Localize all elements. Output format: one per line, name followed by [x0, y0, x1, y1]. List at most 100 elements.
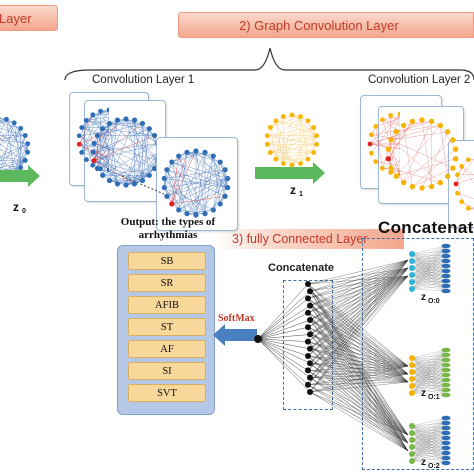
graph-edge	[382, 119, 400, 133]
zo2-label: z	[421, 457, 426, 468]
fc-edge	[307, 355, 409, 452]
fc-edge	[309, 291, 409, 367]
branch-output-node	[441, 415, 451, 421]
fc-edge	[411, 349, 447, 359]
fc-edge	[411, 392, 447, 396]
graph-edge	[125, 118, 159, 144]
branch-node	[409, 279, 415, 285]
branch-output-node	[441, 430, 451, 436]
branch-node	[409, 451, 415, 457]
graph-edge	[171, 196, 226, 205]
branch-node	[409, 437, 415, 443]
graph-node	[202, 149, 208, 155]
fc-edge	[309, 305, 409, 436]
fc-edge	[257, 312, 309, 340]
fc-edge	[411, 371, 447, 381]
concat-node	[307, 374, 313, 381]
output-item-sr: SR	[128, 274, 206, 292]
fc-edge	[411, 432, 447, 448]
concat-node	[305, 381, 311, 388]
fc-edge	[309, 267, 409, 292]
graph-node	[114, 181, 121, 187]
graph-node	[419, 117, 425, 123]
graph-node	[217, 159, 223, 165]
branch-output-node	[441, 248, 451, 254]
fc-edge	[411, 349, 447, 387]
fc-edge	[411, 364, 447, 381]
fc-edge	[411, 250, 447, 276]
graph-node	[210, 207, 216, 213]
graph-edge	[81, 127, 109, 141]
fc-edge	[307, 341, 409, 367]
graph-edge	[81, 111, 101, 128]
fc-edge	[309, 275, 409, 306]
fc-edge	[411, 374, 447, 380]
branch-node	[409, 423, 415, 429]
graph-edge	[86, 120, 109, 131]
graph-convolution-banner-label: 2) Graph Convolution Layer	[239, 17, 399, 33]
graph-edge	[86, 120, 109, 124]
graph-edge	[97, 120, 118, 169]
graph-edge	[6, 119, 26, 161]
fc-edge	[411, 354, 447, 366]
graph-node	[25, 141, 31, 147]
graph-node	[419, 185, 425, 191]
graph-node	[373, 159, 379, 165]
graph-node	[76, 133, 82, 139]
graph-node	[123, 116, 129, 122]
concatenate-title: Concatenate	[378, 218, 474, 237]
graph-edge	[166, 169, 188, 214]
fc-edge	[411, 427, 447, 448]
branch-node	[409, 251, 415, 257]
fc-edge	[411, 425, 447, 429]
z1-graph	[264, 112, 320, 168]
fc-edge	[411, 285, 447, 290]
graph-edge	[0, 122, 15, 146]
graph-edge	[270, 127, 293, 166]
fc-edge	[411, 432, 447, 444]
graph-edge	[461, 166, 474, 184]
graph-node	[311, 150, 317, 155]
graph-edge	[186, 209, 214, 214]
fc-edge	[309, 365, 409, 378]
graph-edge	[79, 144, 109, 164]
graph-edge	[164, 150, 197, 188]
graph-edge	[81, 127, 93, 166]
branch-node	[409, 376, 415, 382]
graph-edge	[412, 167, 454, 187]
fc-edge	[307, 355, 409, 375]
branch-output-node	[441, 347, 451, 353]
fc-edge	[309, 267, 409, 364]
graph-edge	[0, 149, 21, 168]
graph-node	[264, 141, 270, 147]
concat-node	[307, 331, 313, 338]
fc-edge	[411, 442, 447, 448]
fc-edge	[411, 265, 447, 276]
branch-node	[409, 362, 415, 368]
fc-edge	[411, 250, 447, 290]
fc-edge	[257, 298, 309, 340]
graph-edge	[388, 121, 413, 150]
graph-edge	[0, 119, 7, 128]
graph-edge	[371, 113, 400, 154]
graph-edge	[371, 134, 400, 140]
graph-edge	[275, 120, 314, 128]
graph-edge	[117, 119, 158, 144]
fc-edge	[411, 245, 447, 276]
fc-edge	[411, 425, 447, 434]
graph-edge	[164, 187, 188, 214]
graph-edge	[195, 178, 228, 216]
graph-edge	[291, 127, 314, 166]
fc-edge	[307, 370, 409, 444]
graph-edge	[100, 161, 109, 169]
fc-edge	[257, 319, 311, 340]
graph-edge	[455, 177, 474, 185]
fc-edge	[257, 338, 309, 342]
fc-edge	[309, 373, 409, 378]
softmax-node	[254, 335, 262, 343]
graph-node	[225, 175, 231, 182]
fc-edge	[411, 437, 447, 441]
graph-node	[222, 193, 228, 199]
fc-edge	[411, 359, 447, 366]
fc-edge	[411, 359, 447, 394]
